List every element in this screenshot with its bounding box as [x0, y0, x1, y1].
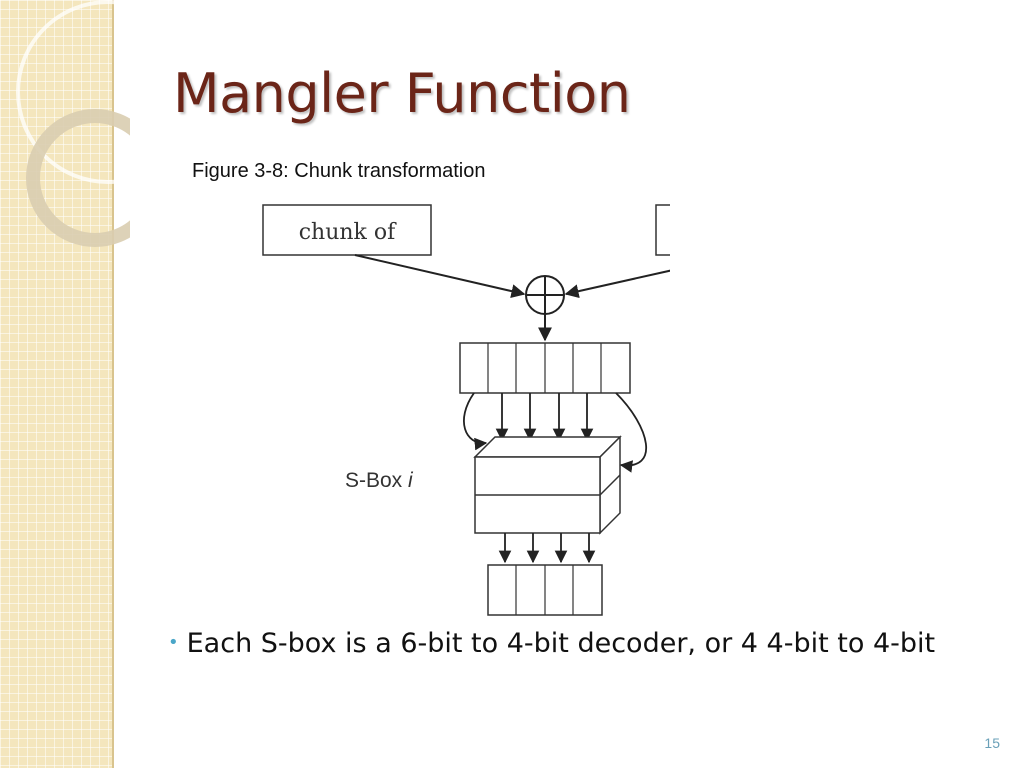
- bullet-dot-icon: •: [168, 632, 179, 653]
- bullet-item: • Each S-box is a 6-bit to 4-bit decoder,…: [168, 628, 935, 659]
- s-box-label: S-Box i: [345, 469, 414, 492]
- s-box-prism: [473, 435, 622, 535]
- outer-bit-left-curve: [463, 392, 488, 451]
- outer-bit-right-curve: [615, 392, 647, 473]
- chunk-r-label: chunk of: [299, 220, 397, 245]
- output-bit-arrows: [498, 533, 596, 564]
- chunk-transformation-diagram: chunk of S-Box i: [262, 204, 670, 616]
- chunk-r-box: [262, 204, 432, 256]
- decorative-ring-small: [26, 109, 130, 247]
- six-bit-input-register: [459, 342, 631, 394]
- figure-caption: Figure 3-8: Chunk transformation: [192, 160, 486, 182]
- xor-operator-icon: [525, 275, 565, 315]
- chunk-k-box: [655, 204, 670, 256]
- bullet-text: Each S-box is a 6-bit to 4-bit decoder, …: [186, 628, 936, 659]
- four-bit-output-register: [487, 564, 603, 616]
- slide-number: 15: [984, 735, 1000, 751]
- arrow-r-to-xor: [354, 254, 526, 298]
- inner-bit-arrows: [495, 393, 594, 442]
- decorative-ring-large: [16, 0, 130, 184]
- decorative-rings: [16, 0, 130, 247]
- arrow-k-to-xor: [564, 269, 670, 299]
- slide-title: Mangler Function: [173, 62, 631, 125]
- sidebar-divider: [112, 0, 114, 768]
